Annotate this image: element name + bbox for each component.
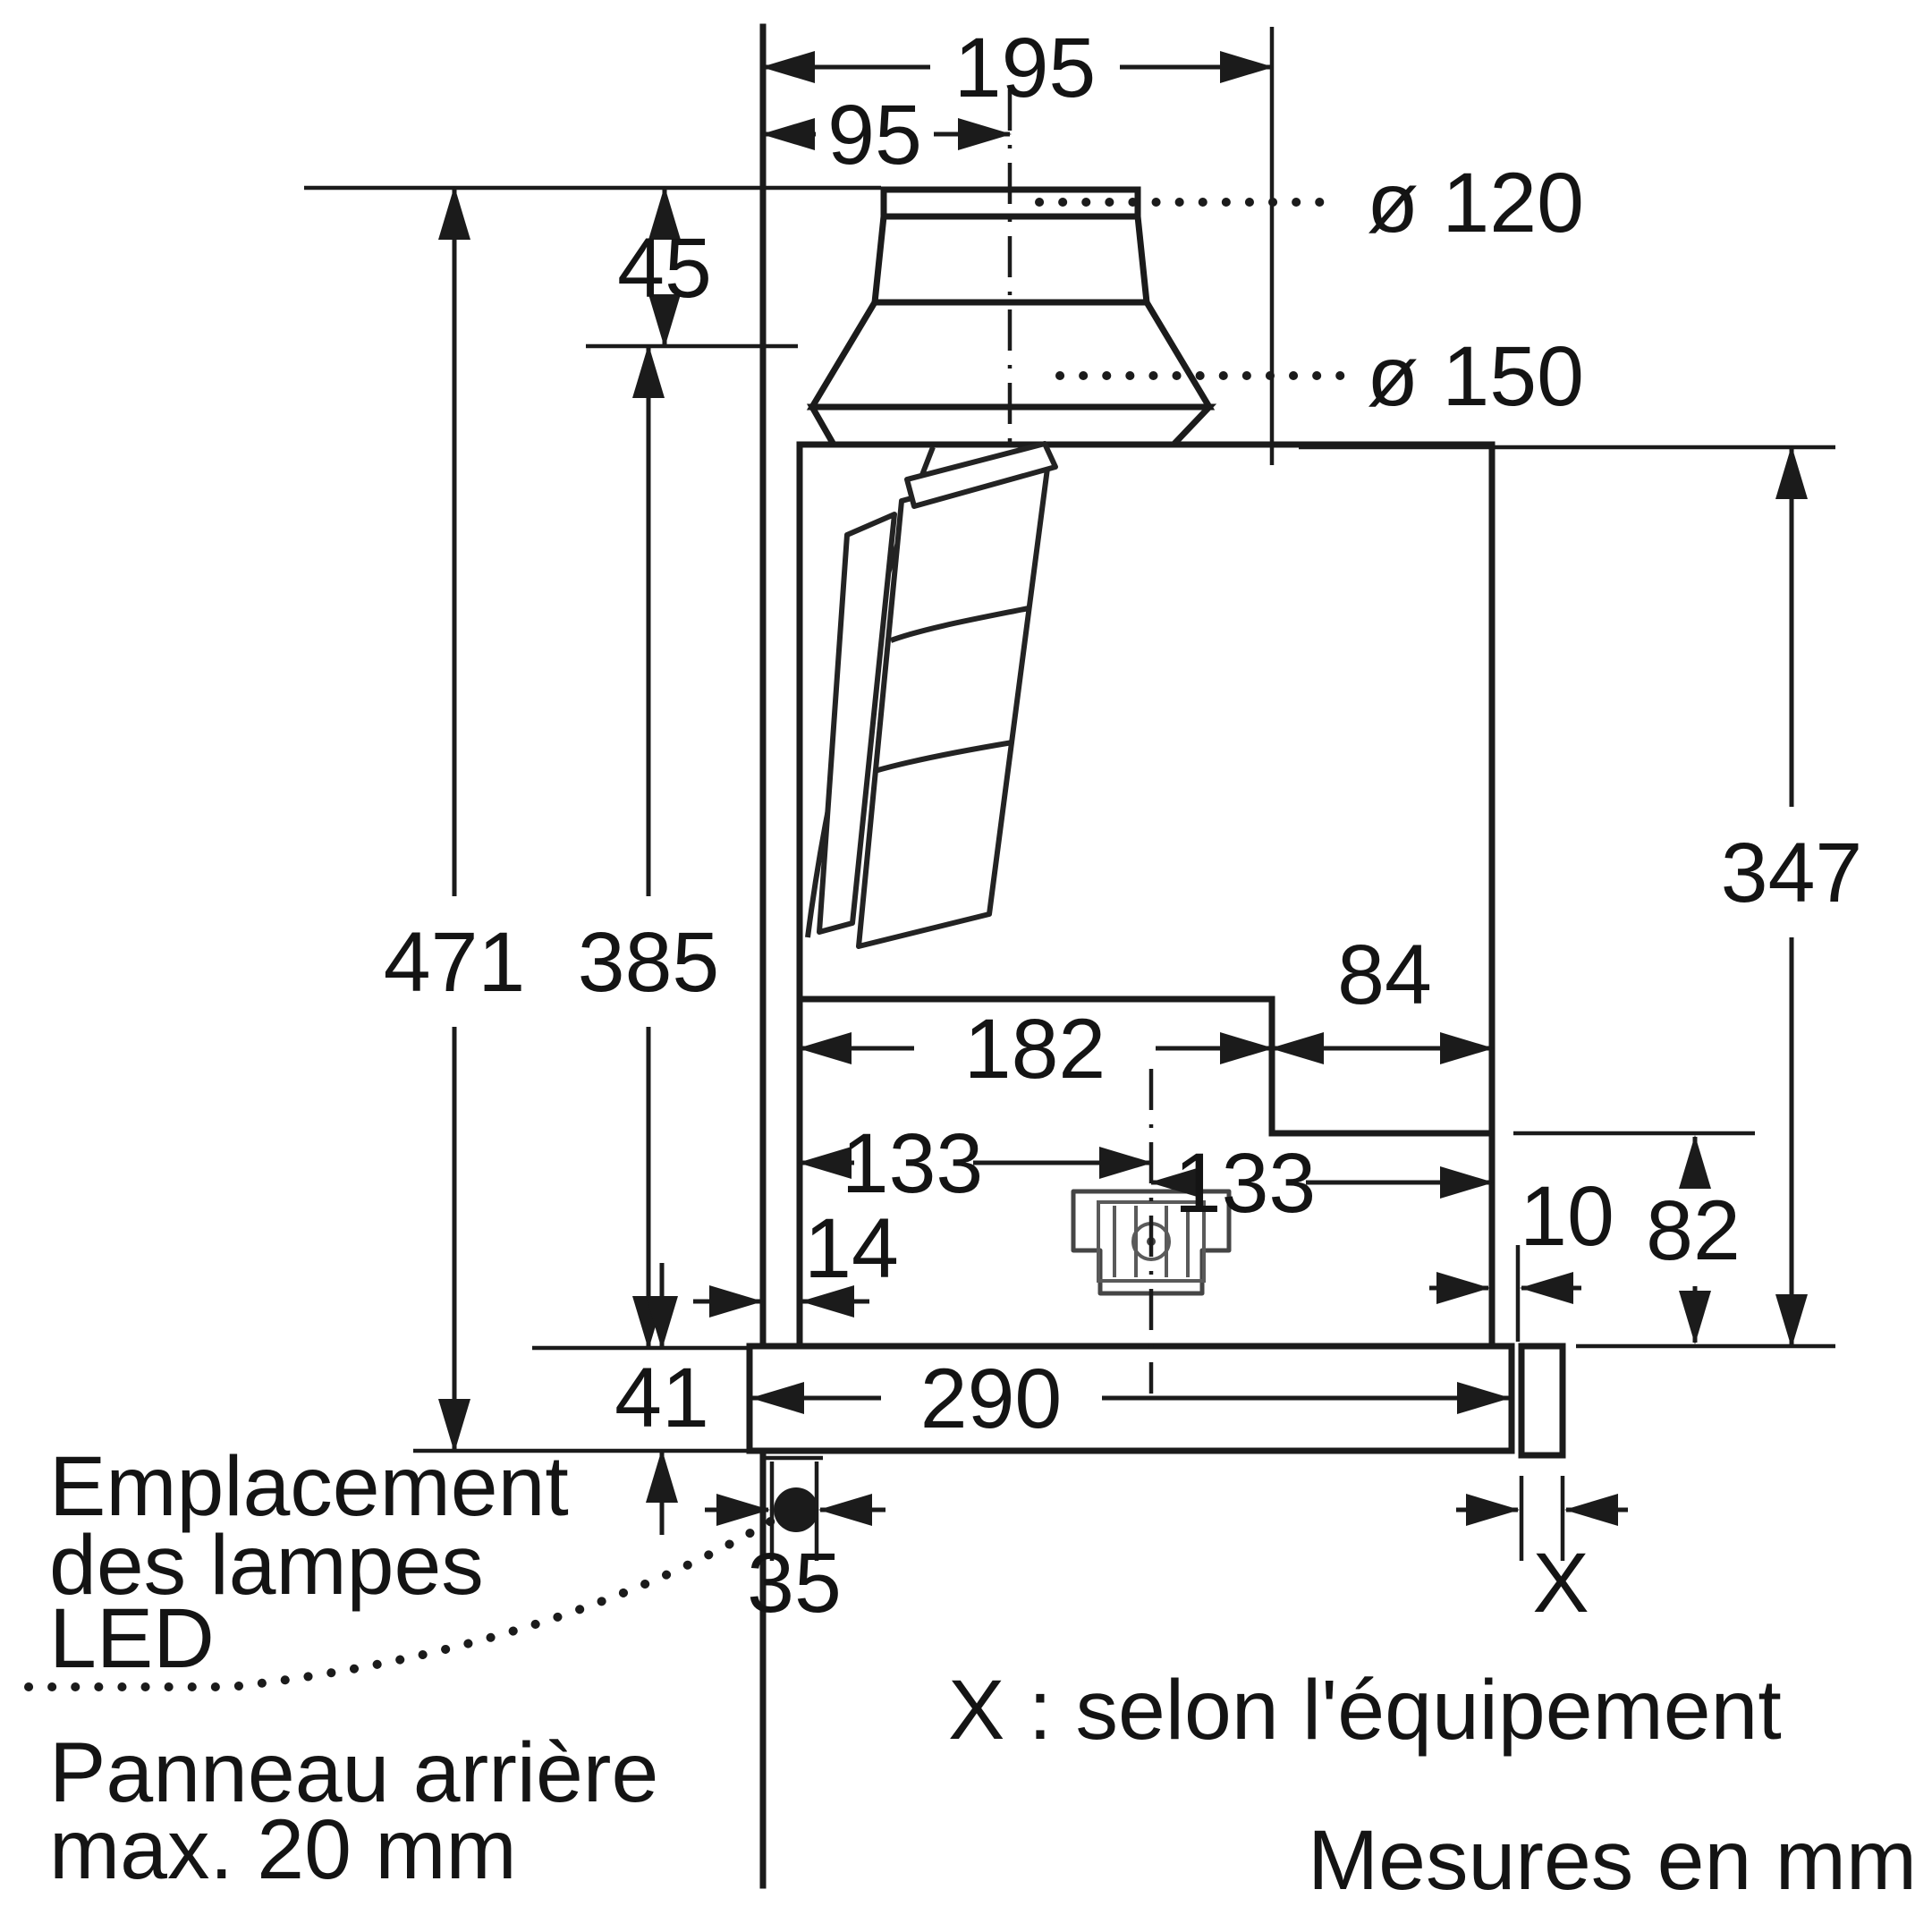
dim-133-left-label: 133 [842,1116,984,1211]
dim-347-label: 347 [1721,826,1863,920]
note-led-line2: des lampes [49,1518,484,1613]
terminal-inner [1097,1200,1206,1283]
terminal-block [1071,1189,1232,1296]
dim-84-label: 84 [1337,928,1432,1022]
dim-45: 45 [304,185,881,349]
dim-84: 84 [1270,928,1494,1064]
duct-base [806,403,1217,448]
flap-divider-1 [889,606,1030,643]
note-rear-panel-line2: max. 20 mm [49,1802,517,1897]
dim-35: 35 [705,1462,886,1631]
note-led-line3: LED [49,1591,215,1686]
note-led-location: Emplacement des lampes LED [49,1439,569,1686]
dim-195: 195 [761,21,1275,465]
dim-471-label: 471 [384,915,526,1010]
dia-150-label: ø 150 [1367,329,1584,424]
dim-10: 10 [1429,1169,1614,1342]
dim-10-label: 10 [1520,1169,1614,1264]
leader-led [24,1513,783,1691]
dim-35-label: 35 [747,1536,842,1631]
dim-182-label: 182 [964,1002,1106,1097]
dia-120-label: ø 120 [1367,156,1584,250]
dim-133-right-label: 133 [1174,1136,1317,1231]
dim-41: 41 [413,1263,750,1535]
dim-82: 82 [1513,1131,1755,1344]
dim-14: 14 [693,1201,899,1318]
dim-385-label: 385 [578,915,720,1010]
dim-41-label: 41 [614,1351,709,1445]
note-led-line1: Emplacement [49,1439,569,1534]
flap-support [817,512,897,935]
led-lamp-dot [774,1487,818,1532]
dim-x: X [1456,1476,1628,1631]
dim-95: 95 [761,88,1012,182]
dim-82-label: 82 [1646,1183,1741,1278]
dim-182: 182 [798,1002,1274,1097]
dim-133-left: 133 [798,1116,1153,1211]
dim-195-label: 195 [954,21,1097,115]
dim-x-label: X [1532,1536,1589,1631]
note-rear-panel-line1: Panneau arrière [49,1725,658,1820]
flap-divider-2 [874,740,1013,774]
dim-14-label: 14 [804,1201,899,1296]
note-rear-panel: Panneau arrière max. 20 mm [49,1725,658,1897]
note-units: Mesures en mm [1308,1813,1917,1908]
dim-471: 471 [384,186,526,1453]
dim-347: 347 [1299,445,1863,1349]
flap-top-blade [904,441,1058,509]
dim-385: 385 [578,344,720,1350]
dim-290-label: 290 [920,1352,1063,1446]
front-panel-end-cap [1518,1343,1566,1459]
dim-95-label: 95 [827,88,922,182]
dim-290: 290 [750,1352,1511,1446]
dim-45-label: 45 [617,221,712,316]
hood-outline-group [24,23,1566,1889]
dim-133-right: 133 [1149,1136,1494,1231]
note-x-legend: X : selon l'équipement [948,1663,1782,1758]
blower-flap-detail [805,441,1058,949]
